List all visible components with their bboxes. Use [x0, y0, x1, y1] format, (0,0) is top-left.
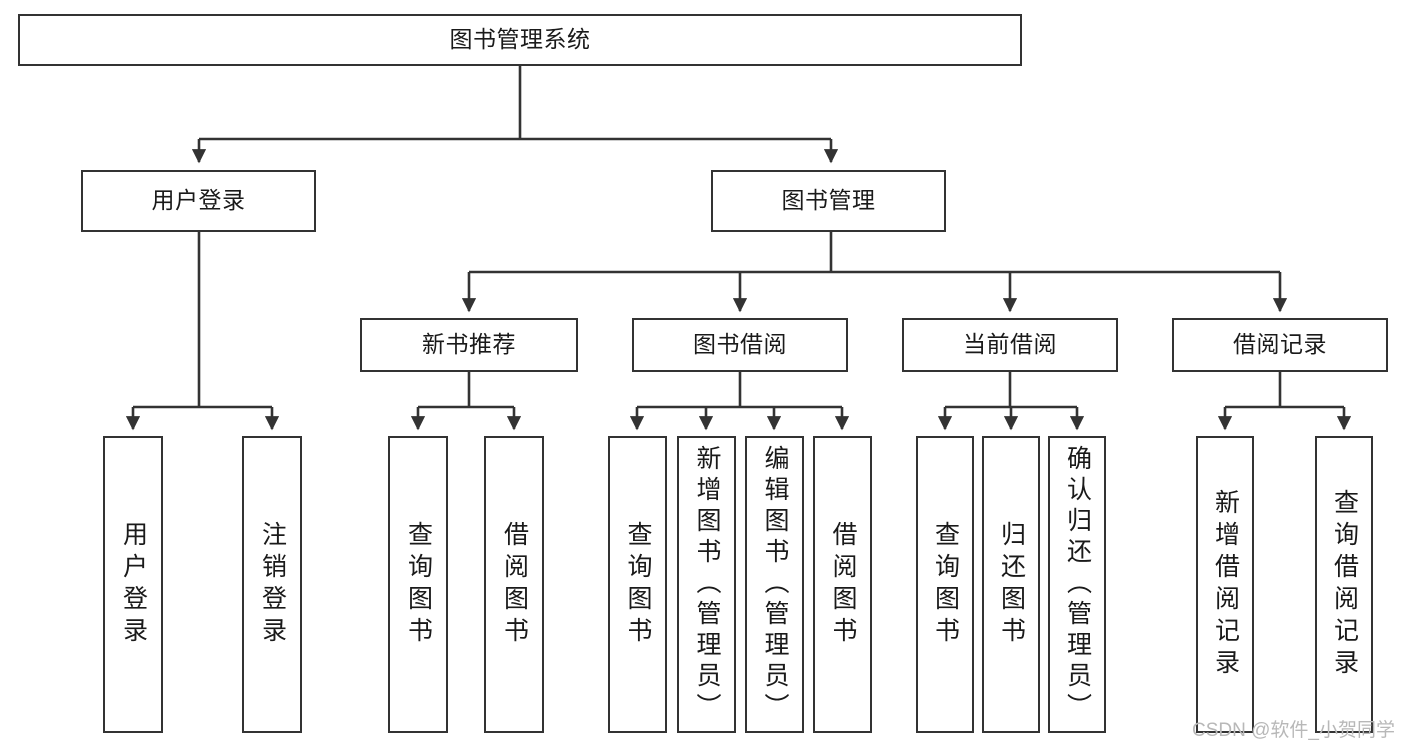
node-label: 图书管理系统	[449, 26, 591, 53]
node-label: 图书借阅	[693, 331, 787, 358]
node-label: 用户登录	[151, 187, 246, 214]
node-book-borrow[interactable]: 图书借阅	[632, 318, 848, 372]
watermark-text: CSDN @软件_小贺同学	[1192, 720, 1395, 741]
node-label: 确认归还（管理员）	[1063, 445, 1092, 724]
node-borrow-record[interactable]: 借阅记录	[1172, 318, 1388, 372]
leaf-logout[interactable]: 注销登录	[242, 436, 302, 733]
node-label: 查询图书	[624, 520, 652, 649]
node-label: 新增借阅记录	[1211, 488, 1240, 681]
edge-group-current-borrow	[937, 372, 1085, 431]
leaf-add-borrow-record[interactable]: 新增借阅记录	[1196, 436, 1254, 733]
node-label: 借阅图书	[829, 520, 857, 649]
edge-group-new-book	[410, 372, 522, 431]
node-label: 查询图书	[931, 520, 960, 649]
node-label: 借阅图书	[500, 520, 529, 649]
leaf-query-borrow-record[interactable]: 查询借阅记录	[1315, 436, 1373, 733]
leaf-borrow-book-new[interactable]: 借阅图书	[484, 436, 544, 733]
node-label: 归还图书	[997, 520, 1026, 649]
node-label: 借阅记录	[1233, 331, 1327, 358]
node-label: 查询图书	[404, 520, 433, 649]
node-book-management[interactable]: 图书管理	[711, 170, 946, 232]
leaf-return-book[interactable]: 归还图书	[982, 436, 1040, 733]
leaf-edit-book-admin[interactable]: 编辑图书（管理员）	[745, 436, 804, 733]
node-label: 编辑图书（管理员）	[761, 445, 789, 724]
edge-group-book-borrow	[629, 372, 850, 431]
leaf-user-login[interactable]: 用户登录	[103, 436, 163, 733]
node-label: 新书推荐	[422, 331, 516, 358]
leaf-add-book-admin[interactable]: 新增图书（管理员）	[677, 436, 736, 733]
node-label: 当前借阅	[963, 331, 1057, 358]
leaf-confirm-return-admin[interactable]: 确认归还（管理员）	[1048, 436, 1106, 733]
leaf-query-book-borrow[interactable]: 查询图书	[608, 436, 667, 733]
leaf-query-book-current[interactable]: 查询图书	[916, 436, 974, 733]
edge-group-root	[191, 66, 839, 164]
node-label: 查询借阅记录	[1330, 488, 1359, 681]
node-user-login[interactable]: 用户登录	[81, 170, 316, 232]
node-label: 用户登录	[119, 520, 148, 649]
leaf-borrow-book[interactable]: 借阅图书	[813, 436, 872, 733]
node-current-borrow[interactable]: 当前借阅	[902, 318, 1118, 372]
edge-group-borrow-record	[1217, 372, 1352, 431]
node-label: 新增图书（管理员）	[693, 445, 721, 724]
node-label: 注销登录	[258, 520, 287, 649]
node-new-book-recommend[interactable]: 新书推荐	[360, 318, 578, 372]
node-root-book-management-system[interactable]: 图书管理系统	[18, 14, 1022, 66]
leaf-query-book-new[interactable]: 查询图书	[388, 436, 448, 733]
edge-group-user-login	[125, 232, 280, 431]
node-label: 图书管理	[781, 187, 876, 214]
edge-group-book-management	[461, 232, 1288, 313]
